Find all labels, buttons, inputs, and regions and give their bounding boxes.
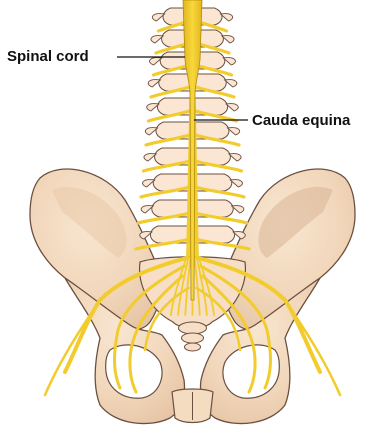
cauda-equina-label: Cauda equina	[252, 112, 351, 129]
spinal-cord-label: Spinal cord	[7, 48, 89, 65]
sacral-nerve	[45, 300, 100, 395]
sacral-nerve	[285, 300, 340, 395]
coccyx	[179, 322, 207, 351]
